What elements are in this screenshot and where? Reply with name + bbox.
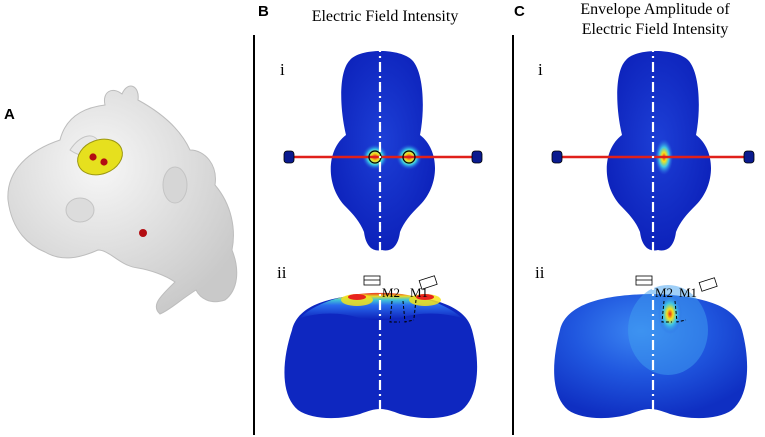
panel-c-sub-ii: ii [535,263,545,282]
animal-head-model [7,85,238,315]
panel-b-sub-i: i [280,60,285,79]
electrode-icons-b [363,275,438,290]
panel-a-letter: A [4,106,15,123]
electrode-pad-left-c [551,150,563,164]
hotspot-surface-right-core-b [416,294,434,300]
brain-coronal-silhouette-b [284,294,478,419]
hotspot-surface-left-core-b [348,294,366,300]
panel-b-title: Electric Field Intensity [311,8,459,25]
panel-c-top-view [551,42,755,255]
electrode-icon-2-b [418,275,438,290]
electrode-icon-1-c [635,275,653,286]
panel-c-title-line1: Envelope Amplitude of [580,1,730,18]
m2-label-b: M2 [382,285,400,300]
eye-bulge-right [162,166,188,204]
electrode-icon-2-c [698,277,718,292]
motor-outline-c [661,300,687,323]
panel-b-top-view [283,42,483,255]
m1-label-c: M1 [679,285,697,300]
electrode-marker-2 [100,158,108,166]
electrode-icon-1-b [363,275,381,286]
m1-label-b: M1 [410,285,428,300]
panel-b-letter: B [258,3,269,20]
electrode-region-yellow [77,138,123,176]
electrode-icons-c [635,275,718,292]
panel-a-model [7,85,238,315]
panel-c-coronal-view: M2 M1 [554,275,748,432]
divider-right [512,35,514,435]
electrode-pad-left-b [283,150,295,164]
eye-bulge-left [65,197,95,223]
panel-c-letter: C [514,3,525,20]
electrode-ring-right-b [402,150,416,164]
panel-c-title: Envelope Amplitude of Electric Field Int… [545,0,765,40]
panel-b-coronal-view: M2 M1 [284,275,478,432]
electrode-marker-1 [89,153,97,161]
panel-b-sub-ii: ii [277,263,287,282]
divider-left [253,35,255,435]
reference-marker [139,229,147,237]
m2-label-c: M2 [655,285,673,300]
panel-c-sub-i: i [538,60,543,79]
motor-outline-b [389,299,417,323]
panel-c-title-line2: Electric Field Intensity [581,21,729,38]
electrode-pad-right-b [471,150,483,164]
envelope-focus-coronal-c [658,294,682,334]
electrode-pad-right-c [743,150,755,164]
